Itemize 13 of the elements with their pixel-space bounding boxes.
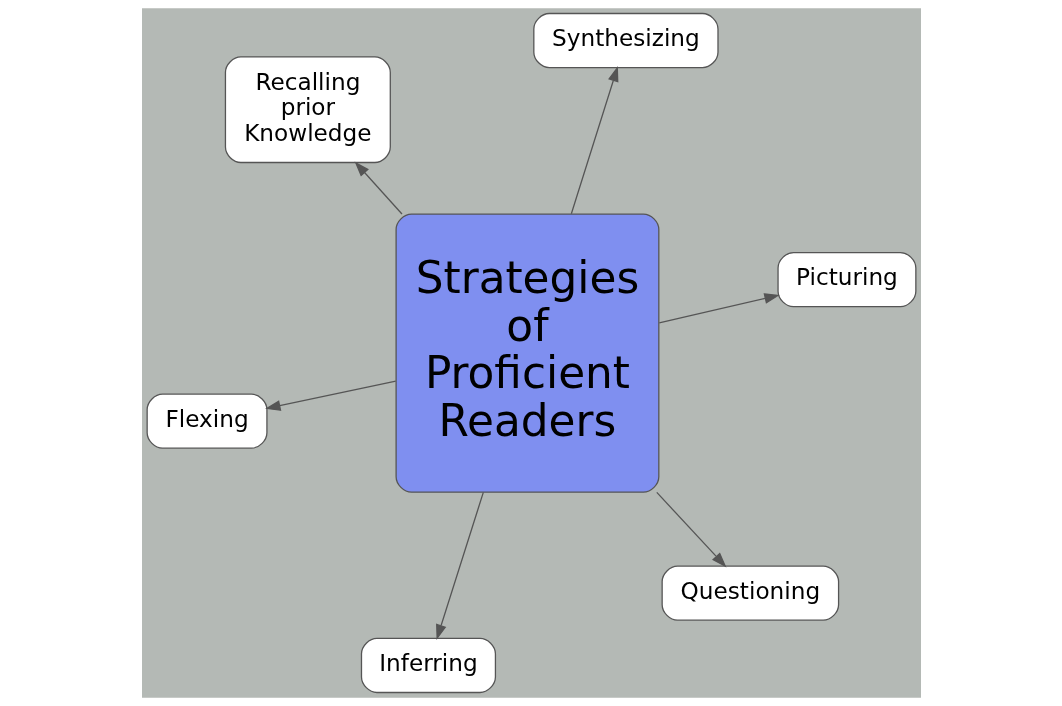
node-box: Inferring [360,637,496,694]
node-box: Strategies of Proficient Readers [394,213,659,493]
node-box: Flexing [146,393,268,449]
node-box: Picturing [776,251,916,308]
node-box: Recalling prior Knowledge [224,56,391,164]
arrow [435,491,484,640]
arrow [264,380,396,411]
arrow [570,66,618,215]
node-box: Synthesizing [532,12,719,69]
arrow [658,293,780,324]
arrow [655,491,726,568]
node-box: Questioning [661,565,839,621]
arrow [354,161,403,215]
